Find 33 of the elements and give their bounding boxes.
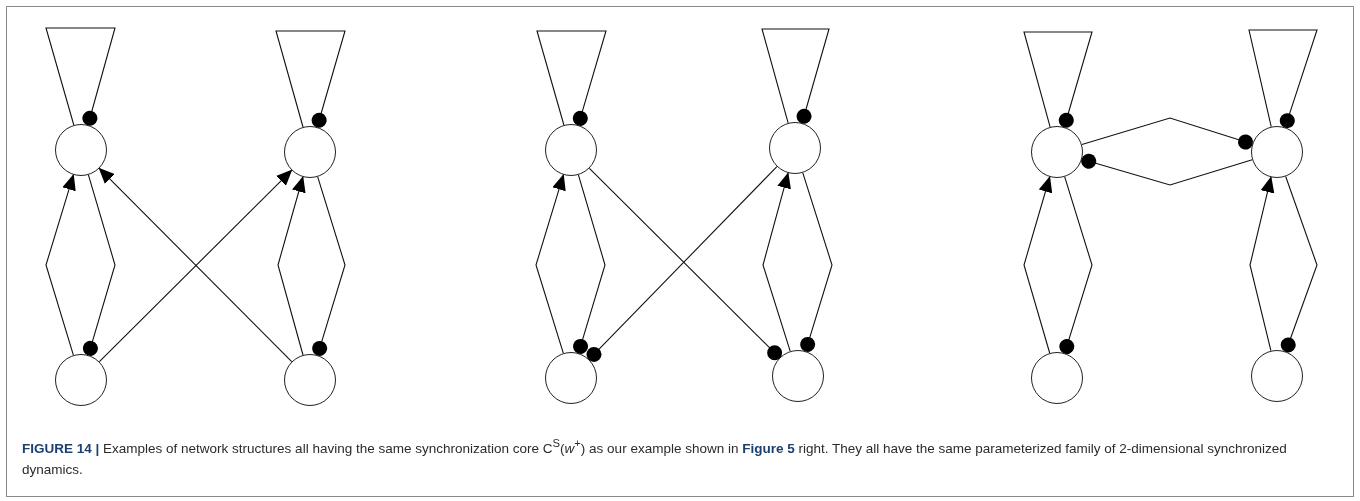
inhibitory-connector (45, 27, 116, 126)
circle-node (1031, 352, 1083, 404)
inhibitory-connector (1081, 153, 1253, 186)
inhibitory-connector (82, 174, 116, 356)
circle-node (545, 124, 597, 176)
arrow (1249, 176, 1275, 352)
inhibitory-connector (312, 176, 346, 356)
circle-node (1031, 126, 1083, 178)
inhibitory-connector (800, 172, 833, 352)
figure-caption: FIGURE 14 | Examples of network structures all having the same synchronization core C$^{S}$(w$^{+}$) as our example shown in Figure 5 right. They all have the same parameterized family of 2-dimensional synchronized dynamics. (22, 436, 1288, 479)
inhibitory-connector (1059, 176, 1093, 354)
circle-node (1251, 126, 1303, 178)
arrow (277, 176, 306, 356)
circle-node (1251, 350, 1303, 402)
inhibitory-connector (1248, 29, 1318, 129)
circle-node (545, 352, 597, 404)
arrow (1023, 176, 1053, 354)
inhibitory-connector (1023, 31, 1093, 128)
circle-node (772, 350, 824, 402)
inhibitory-connector (1081, 117, 1253, 150)
circle-node (55, 354, 107, 406)
arrow (45, 173, 76, 356)
inhibitory-connector (275, 30, 346, 128)
arrow (535, 173, 566, 354)
inhibitory-connector (536, 30, 607, 126)
inhibitory-connector (761, 28, 830, 124)
circle-node (284, 354, 336, 406)
inhibitory-connector (573, 174, 606, 354)
circle-node (769, 122, 821, 174)
inhibitory-connector (1280, 175, 1318, 353)
circle-node (284, 126, 336, 178)
circle-node (55, 124, 107, 176)
arrow (762, 172, 791, 352)
